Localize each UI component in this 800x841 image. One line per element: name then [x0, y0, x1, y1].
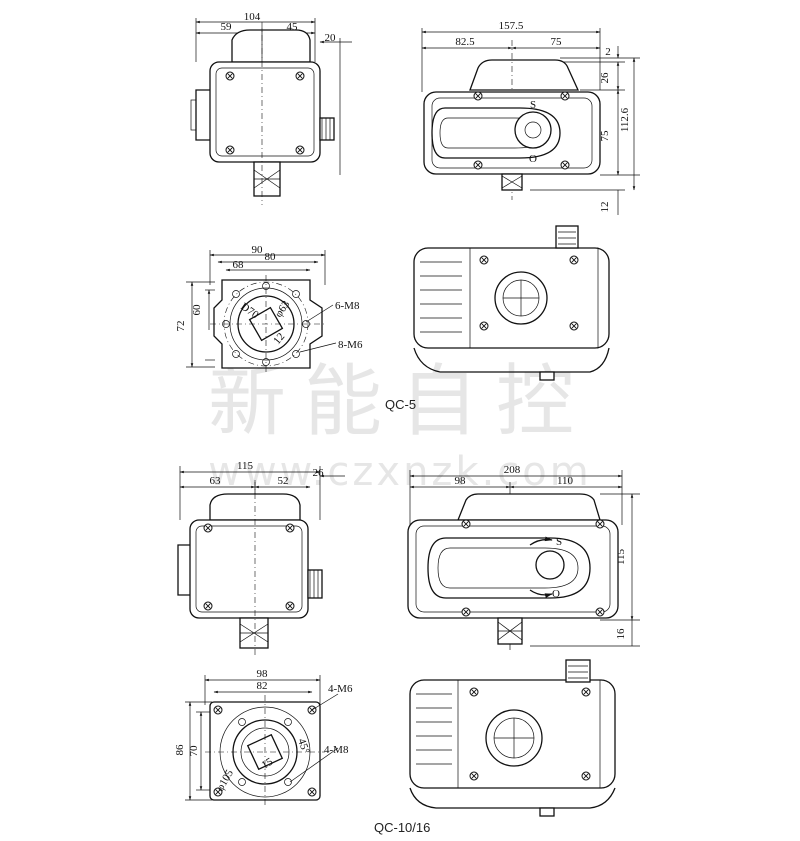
qc5-front-dim-h-total: 112.6	[619, 107, 631, 132]
watermark: 新能自控 www.czxnzk.com	[208, 357, 589, 495]
qc5-side-dim-flange: 20	[325, 32, 337, 44]
qc5-front-dim-width-total: 157.5	[499, 20, 524, 32]
qc5-flange-dim-w-outer: 90	[252, 244, 264, 256]
qc10-label: QC-10/16	[374, 820, 430, 835]
qc5-front-dim-width-right: 75	[551, 36, 563, 48]
qc10-flange-dim-h-inner: 70	[188, 745, 200, 757]
qc5-dial-o: O	[529, 153, 537, 165]
qc5-side-view: 104 59 45 20	[190, 11, 352, 205]
qc5-flange-dim-h-outer: 72	[175, 321, 187, 332]
qc5-front-dim-h-body: 75	[599, 130, 611, 142]
qc10-flange-dim-h-outer: 86	[174, 744, 186, 756]
qc5-dial-s: S	[530, 99, 536, 111]
qc10-side-dim-left: 63	[210, 475, 222, 487]
qc5-front-dim-h-top: 2	[605, 46, 611, 58]
qc10-front-dim-h-shaft: 16	[615, 628, 627, 640]
qc10-front-dim-width-right: 110	[557, 475, 574, 487]
qc10-flange-dim-w-inner: 82	[257, 680, 268, 692]
qc10-top-view	[409, 659, 616, 817]
qc10-front-view: 208 98 110 115 16 S O	[407, 464, 640, 650]
qc5-front-dim-h-shaft: 12	[599, 202, 611, 213]
qc10-side-view: 115 63 52 26	[177, 460, 345, 655]
qc5-flange-view: 90 80 68 72 60 D70 φ63 12 6-M8 8-M	[175, 244, 363, 375]
qc5-side-dim-right: 45	[287, 21, 299, 33]
qc5-side-dim-total: 104	[244, 11, 261, 23]
qc10-flange-bolt-outer: 4-M6	[328, 683, 353, 695]
qc10-flange-bolt-inner: 4-M8	[324, 744, 349, 756]
qc10-dial-o: O	[552, 588, 560, 600]
qc5-front-view: 157.5 82.5 75 2 26 75 112.6 12 S O	[421, 20, 640, 215]
qc10-flange-dim-w-outer: 98	[257, 668, 269, 680]
qc10-dial-s: S	[556, 536, 562, 548]
qc5-side-dim-left: 59	[221, 21, 233, 33]
qc5-flange-dim-h-inner: 60	[191, 304, 203, 316]
qc5-front-dim-width-left: 82.5	[455, 36, 475, 48]
qc5-label: QC-5	[385, 397, 416, 412]
qc5-front-dim-h-cap: 26	[599, 72, 611, 84]
qc5-top-view	[413, 225, 610, 381]
qc10-side-dim-flange: 26	[313, 467, 325, 479]
qc5-flange-bolt-inner: 8-M6	[338, 339, 363, 351]
qc10-front-dim-width-total: 208	[504, 464, 521, 476]
qc10-front-dim-width-left: 98	[455, 475, 467, 487]
qc5-flange-dim-w-inner: 68	[233, 259, 245, 271]
qc5-flange-dim-w-mid: 80	[265, 251, 277, 263]
qc10-side-dim-right: 52	[278, 475, 289, 487]
qc5-flange-bolt-outer: 6-M8	[335, 300, 360, 312]
qc10-side-dim-total: 115	[237, 460, 254, 472]
qc10-flange-angle: 45°	[295, 737, 312, 756]
qc10-flange-view: 98 82 86 70 4-M6 45° 4-M8 15 φ105	[174, 668, 353, 805]
